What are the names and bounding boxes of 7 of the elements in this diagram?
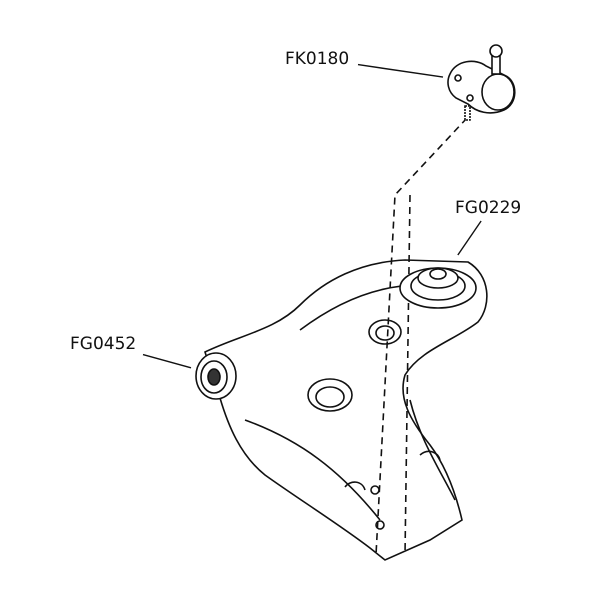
leader-line (457, 220, 482, 256)
part-number: FG0452 (70, 334, 140, 354)
bushing-drawing (194, 350, 240, 400)
part-number: FG0229 (455, 198, 525, 218)
part-number: FK0180 (285, 49, 355, 69)
leader-line (358, 64, 444, 78)
leader-line (142, 354, 192, 368)
